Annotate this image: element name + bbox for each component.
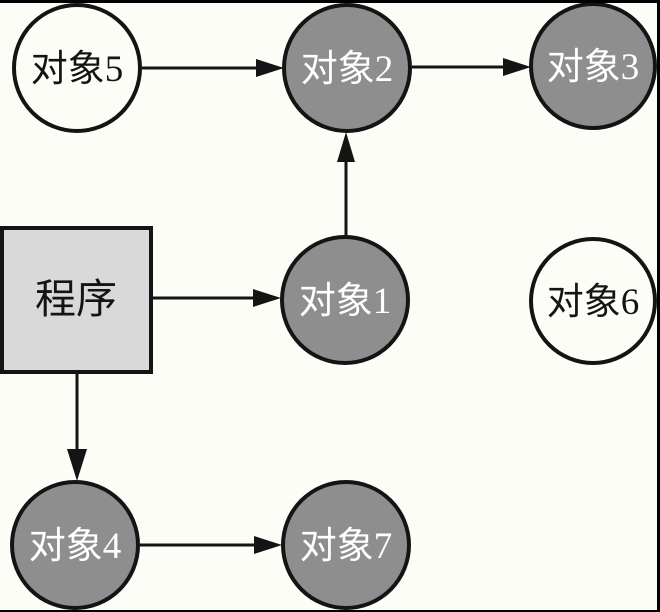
node-object-2-shape	[282, 3, 412, 133]
node-object-7-shape	[281, 480, 411, 610]
node-object-1-shape	[280, 235, 410, 365]
node-object-4-shape	[10, 480, 140, 610]
arrowhead-program-to-object1	[253, 289, 281, 307]
node-object-5-shape	[12, 3, 142, 133]
node-object-3: 对象3	[529, 2, 657, 130]
arrowhead-object2-to-object3	[503, 58, 531, 76]
arrowhead-program-to-object4	[67, 449, 87, 481]
arrowhead-object1-to-object2	[337, 132, 355, 162]
node-object-5-label: 对象5	[31, 48, 124, 90]
top-frame-bar	[0, 0, 660, 3]
node-object-7-label: 对象7	[300, 525, 393, 567]
node-program-shape	[0, 226, 153, 374]
bottom-frame-bar	[0, 610, 660, 612]
node-object-2: 对象2	[282, 3, 412, 133]
node-object-6-label: 对象6	[547, 281, 640, 323]
node-object-7: 对象7	[281, 480, 411, 610]
node-object-1: 对象1	[280, 235, 410, 365]
node-object-3-shape	[529, 2, 657, 130]
node-object-4: 对象4	[10, 480, 140, 610]
node-object-2-label: 对象2	[301, 48, 394, 90]
node-program: 程序	[0, 226, 153, 374]
node-object-5: 对象5	[12, 3, 142, 133]
node-program-label: 程序	[35, 276, 117, 322]
right-frame-bar	[657, 0, 660, 612]
edges-layer	[67, 58, 531, 554]
arrowhead-object5-to-object2	[256, 59, 284, 77]
arrowhead-object4-to-object7	[254, 536, 282, 554]
node-object-6: 对象6	[529, 237, 657, 365]
node-object-6-shape	[529, 237, 657, 365]
node-object-1-label: 对象1	[299, 280, 392, 322]
node-object-3-label: 对象3	[547, 46, 640, 88]
node-object-4-label: 对象4	[29, 525, 122, 567]
